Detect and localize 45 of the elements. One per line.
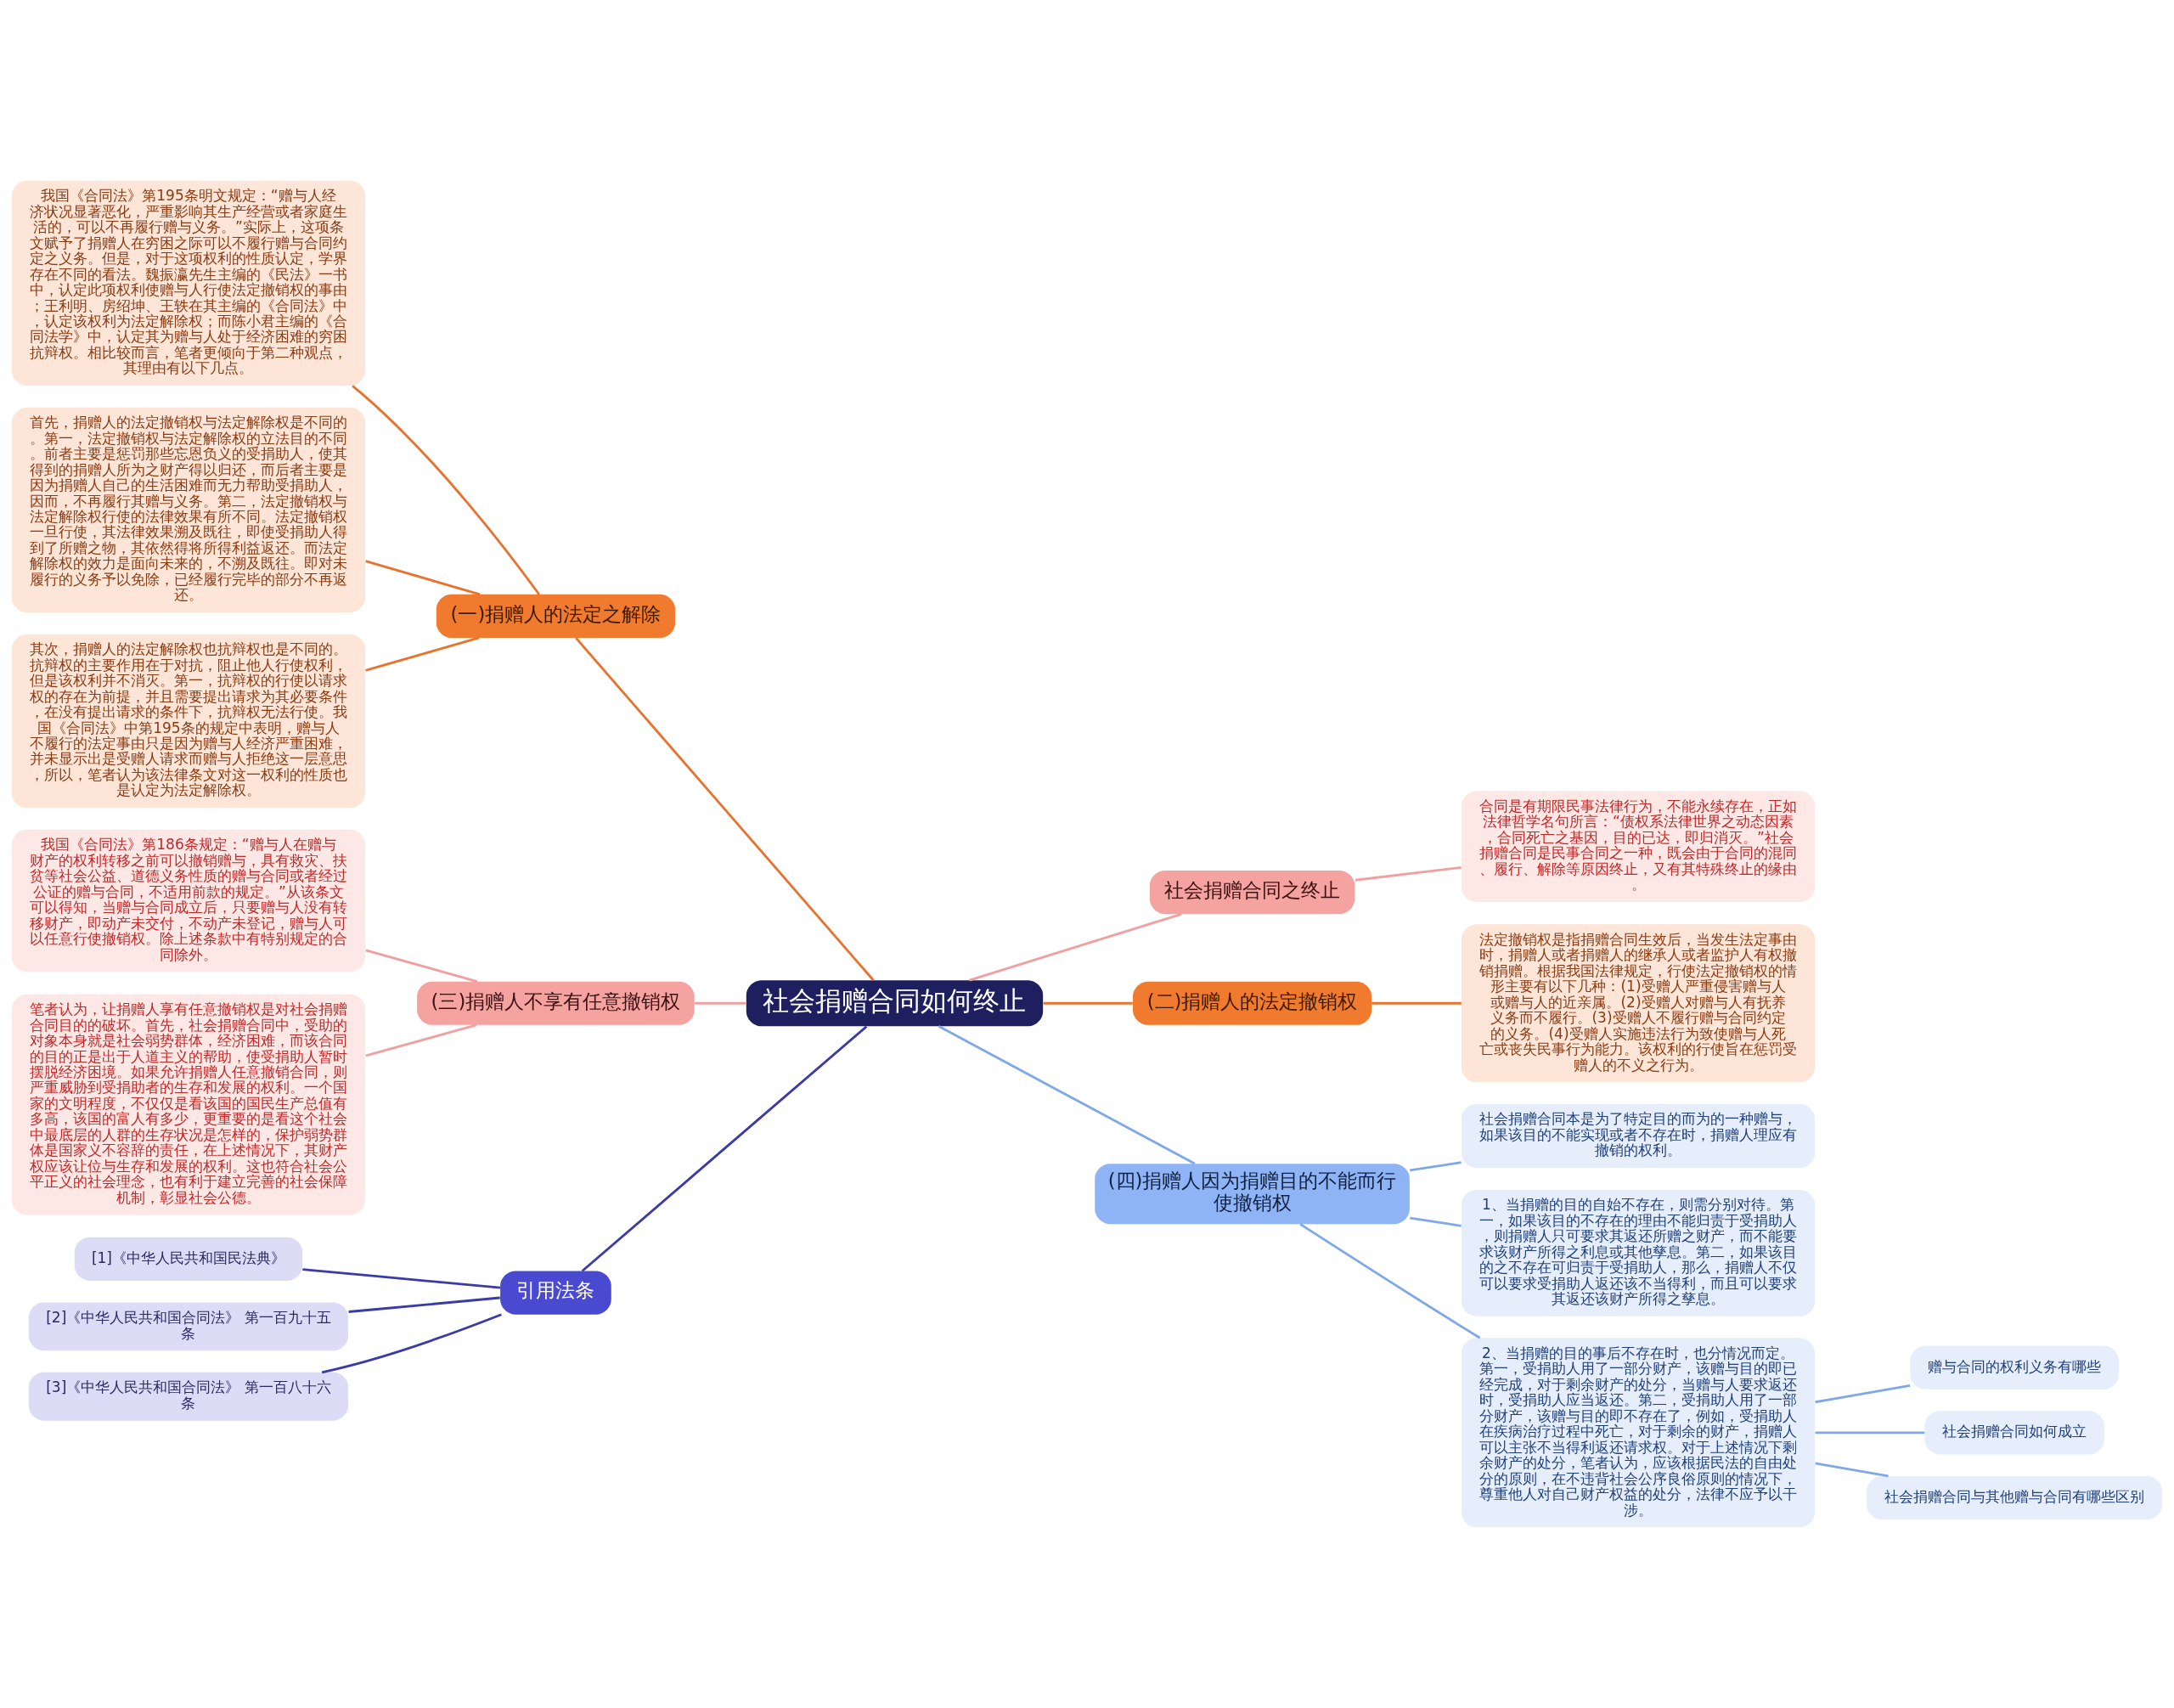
connector: [1371, 1001, 1462, 1005]
connector: [1299, 1223, 1481, 1339]
connector: [365, 560, 481, 596]
connector: [1815, 1431, 1925, 1435]
connector: [321, 1313, 502, 1374]
node-box: 引用法条: [500, 1271, 611, 1315]
connector: [365, 949, 478, 984]
node-box: (四)捐赠人因为捐赠目的不能而行使撤销权: [1095, 1164, 1410, 1225]
node-box: [3]《中华人民共和国合同法》 第一百八十六条: [28, 1372, 349, 1421]
node-box: 笔者认为，让捐赠人享有任意撤销权是对社会捐赠合同目的的破坏。首先，社会捐赠合同中，受助的对象本身就是社会弱势群体，经济困难，而该合同的目的正是出于人道主义的帮助，使受捐助人暂时摆脱经济困境。如果允许捐赠人任意撤销合同，则严重威胁到受捐助者的生存和发展的权利。一个国家的文明程度，不仅仅是看该国的国民生产总值有多高，该国的富人有多少，更重要的是看这个社会中最底层的人群的生存状况是怎样的，保护弱势群体是国家义不容辞的责任，在上述情况下，其财产权应该让位与生存和发展的权利。这也符合社会公平正义的社会理念，也有利于建立完善的社会保障机制，彰显社会公德。: [11, 994, 365, 1215]
connector: [1410, 1216, 1462, 1227]
node-box: 合同是有期限民事法律行为，不能永续存在，正如法律哲学名句所言：“债权系法律世界之动态因素，合同死亡之基因，目的已达，即归消灭。”社会捐赠合同是民事合同之一种，既会由于合同的混同、履行、解除等原因终止，又有其特殊终止的缘由。: [1461, 791, 1816, 902]
node-box: 社会捐赠合同之终止: [1149, 871, 1355, 915]
node-box: 社会捐赠合同本是为了特定目的而为的一种赠与，如果该目的不能实现或者不存在时，捐赠人理应有撤销的权利。: [1461, 1103, 1816, 1169]
node-box: 社会捐赠合同如何终止: [746, 980, 1044, 1027]
node-box: (二)捐赠人的法定撤销权: [1132, 981, 1372, 1025]
connector: [695, 1001, 746, 1005]
node-box: 2、当捐赠的目的事后不存在时，也分情况而定。第一，受捐助人用了一部分财产，该赠与目的即已经完成，对于剩余财产的处分，当赠与人要求返还时，受捐助人应当返还。第二，受捐助人用了一部分财产，该赠与目的即不存在了，例如，受捐助人在疾病治疗过程中死亡，对于剩余的财产，捐赠人可以主张不当得利返还请求权。对于上述情况下剩余财产的处分，笔者认为，应该根据民法的自由处分的原则，在不违背社会公序良俗原则的情况下，尊重他人对自己财产权益的处分，法律不应予以干涉。: [1461, 1338, 1816, 1528]
node-box: 其次，捐赠人的法定解除权也抗辩权也是不同的。抗辩权的主要作用在于对抗，阻止他人行使权利，但是该权利并不消灭。第一，抗辩权的行使以请求权的存在为前提，并且需要提出请求为其必要条件，在没有提出请求的条件下，抗辩权无法行使。我国《合同法》中第195条的规定中表明，赠与人不履行的法定事由只是因为赠与人经济严重困难，并未显示出是受赠人请求而赠与人拒绝这一层意思，所以，笔者认为该法律条文对这一权利的性质也是认定为法定解除权。: [11, 634, 365, 809]
connector: [969, 912, 1182, 982]
connector: [938, 1025, 1196, 1165]
connector: [348, 1296, 500, 1313]
connector: [1410, 1161, 1462, 1172]
connector: [1043, 1001, 1133, 1005]
node-box: (三)捐赠人不享有任意撤销权: [417, 981, 695, 1025]
node-box: [1]《中华人民共和国民法典》: [74, 1237, 303, 1281]
node-box: 赠与合同的权利义务有哪些: [1910, 1345, 2119, 1390]
connector: [365, 636, 480, 672]
node-box: 法定撤销权是指捐赠合同生效后，当发生法定事由时，捐赠人或者捐赠人的继承人或者监护人有权撤销捐赠。根据我国法律规定，行使法定撤销权的情形主要有以下几种：(1)受赠人严重侵害赠与人或赠与人的近亲属。(2)受赠人对赠与人有抚养义务而不履行。(3)受赠人不履行赠与合同约定的义务。(4)受赠人实施违法行为致使赠与人死亡或丧失民事行为能力。该权利的行使旨在惩罚受赠人的不义之行为。: [1461, 924, 1816, 1083]
node-box: 我国《合同法》第186条规定：“赠与人在赠与财产的权利转移之前可以撤销赠与，具有救灾、扶贫等社会公益、道德义务性质的赠与合同或者经过公证的赠与合同，不适用前款的规定。”从该条文可以得知，当赠与合同成立后，只要赠与人没有转移财产，即动产未交付，不动产未登记，赠与人可以任意行使撤销权。除上述条款中有特别规定的合同除外。: [11, 829, 365, 972]
node-box: 社会捐赠合同与其他赠与合同有哪些区别: [1867, 1475, 2163, 1520]
node-box: (一)捐赠人的法定之解除: [436, 594, 675, 638]
connector: [581, 1025, 868, 1272]
connector: [1815, 1384, 1911, 1404]
connector: [352, 385, 540, 595]
node-box: [2]《中华人民共和国合同法》 第一百九十五条: [28, 1302, 349, 1351]
node-box: 1、当捐赠的目的自始不存在，则需分别对待。第一，如果该目的不存在的理由不能归责于受捐助人，则捐赠人只可要求其返还所赠之财产，而不能要求该财产所得之利息或其他孳息。第二，如果该目的之不存在可归责于受捐助人，那么，捐赠人不仅可以要求受捐助人返还该不当得利，而且可以要求其返还该财产所得之孳息。: [1461, 1189, 1816, 1316]
node-box: 我国《合同法》第195条明文规定：“赠与人经济状况显著恶化，严重影响其生产经营或者家庭生活的，可以不再履行赠与义务。”实际上，这项条文赋予了捐赠人在穷困之际可以不履行赠与合同约定之义务。但是，对于这项权利的性质认定，学界存在不同的看法。魏振瀛先生主编的《民法》一书中，认定此项权利使赠与人行使法定撤销权的事由；王利明、房绍坤、王轶在其主编的《合同法》中，认定该权利为法定解除权；而陈小君主编的《合同法学》中，认定其为赠与人处于经济困难的穷困抗辩权。相比较而言，笔者更倾向于第二种观点，其理由有以下几点。: [11, 180, 365, 386]
connector: [302, 1268, 501, 1289]
node-box: 首先，捐赠人的法定撤销权与法定解除权是不同的。第一，法定撤销权与法定解除权的立法目的不同。前者主要是惩罚那些忘恩负义的受捐助人，使其得到的捐赠人所为之财产得以归还，而后者主要是因为捐赠人自己的生活困难而无力帮助受捐助人，因而，不再履行其赠与义务。第二，法定撤销权与法定解除权行使的法律效果有所不同。法定撤销权一旦行使，其法律效果溯及既往，即使受捐助人得到了所赠之物，其依然得将所得利益返还。而法定解除权的效力是面向未来的，不溯及既往。即对未履行的义务予以免除，已经履行完毕的部分不再返还。: [11, 407, 365, 613]
connector: [1815, 1462, 1889, 1478]
node-box: 社会捐赠合同如何成立: [1924, 1411, 2104, 1455]
connector: [1355, 865, 1462, 882]
connector: [575, 637, 875, 981]
connector: [365, 1023, 477, 1057]
